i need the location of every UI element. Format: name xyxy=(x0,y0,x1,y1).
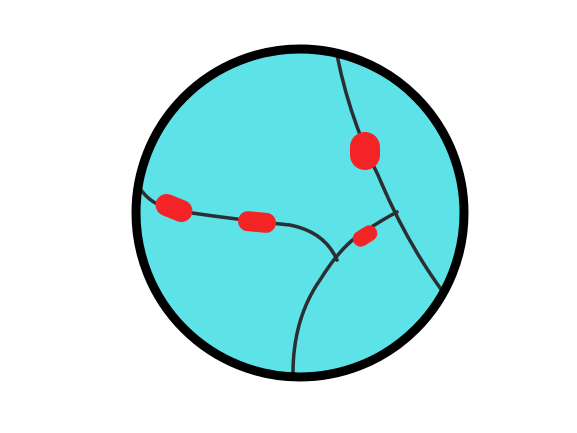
marker-branch xyxy=(352,225,378,247)
curve-bottom-branch xyxy=(291,234,360,377)
marker-middle xyxy=(238,211,276,233)
marker-top-right xyxy=(350,132,380,170)
curve-top-right xyxy=(335,53,445,294)
disc-background xyxy=(136,49,464,377)
marker-left xyxy=(155,194,193,222)
disc-rim xyxy=(131,44,469,382)
